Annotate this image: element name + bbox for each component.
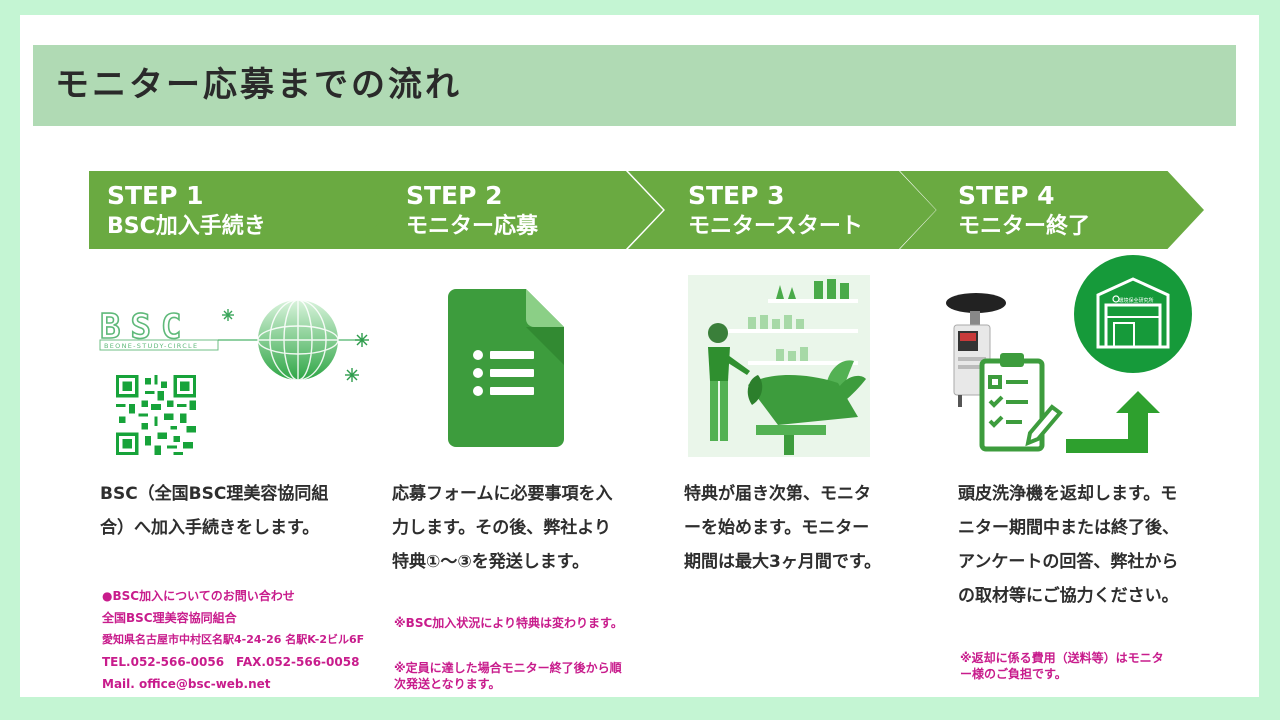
- step-4-arrow: STEP 4 モニター終了: [900, 171, 1204, 249]
- contact-mail[interactable]: Mail. office@bsc-web.net: [102, 677, 271, 691]
- page-title: モニター応募までの流れ: [55, 65, 462, 105]
- step-1-arrow: STEP 1 BSC加入手続き: [89, 171, 392, 249]
- contact-heading: ●BSC加入についてのお問い合わせ: [102, 589, 295, 603]
- asterisk-icon: [222, 309, 234, 321]
- google-forms-icon: [448, 289, 564, 447]
- bsc-contact: ●BSC加入についてのお問い合わせ 全国BSC理美容協同組合 愛知県名古屋市中村…: [102, 585, 364, 695]
- return-arrow-icon: [1066, 391, 1160, 453]
- contact-address: 愛知県名古屋市中村区名駅4-24-26 名駅K-2ビル6F: [102, 633, 365, 646]
- step-2-label: モニター応募: [406, 214, 539, 239]
- step-3-number: STEP 3: [688, 181, 785, 210]
- contact-tel: TEL.052-566-0056 FAX.052-566-0058: [102, 655, 360, 669]
- step-4-number: STEP 4: [958, 181, 1055, 210]
- step-2-note-1: ※BSC加入状況により特典は変わります。: [394, 616, 623, 630]
- clipboard-check-icon: [979, 353, 1063, 452]
- step-4-note: ※返却に係る費用（送料等）はモニター様のご負担です。: [960, 651, 1164, 681]
- slide: モニター応募までの流れ STEP 1 BSC加入手続き STEP 2 モニター応…: [20, 15, 1259, 697]
- step-3-arrow: STEP 3 モニタースタート: [628, 171, 936, 249]
- step-4-label: モニター終了: [958, 214, 1091, 239]
- step-1-number: STEP 1: [107, 181, 204, 210]
- step-1-description: BSC（全国BSC理美容協同組合）へ加入手続きをします。: [100, 484, 329, 538]
- contact-org: 全国BSC理美容協同組合: [102, 611, 237, 625]
- step-4-description: 頭皮洗浄機を返却します。モニター期間中または終了後、アンケートの回答、弊社からの…: [958, 484, 1179, 606]
- step-2-arrow: STEP 2 モニター応募: [354, 171, 663, 249]
- step-2-number: STEP 2: [406, 181, 503, 210]
- bsc-logo: BSC BEONE-STUDY-CIRCLE: [99, 299, 369, 382]
- step-3-description: 特典が届き次第、モニターを始めます。モニター期間は最大3ヶ月間です。: [684, 484, 882, 572]
- warehouse-label: 環境保全研究所: [1118, 297, 1153, 304]
- step-2-description: 応募フォームに必要事項を入力します。その後、弊社より特典①～③を発送します。: [392, 484, 613, 572]
- step-2-note-2: ※定員に達した場合モニター終了後から順次発送となります。: [394, 661, 622, 691]
- title-bar: モニター応募までの流れ: [33, 45, 1236, 126]
- bsc-logo-tagline: BEONE-STUDY-CIRCLE: [104, 342, 198, 350]
- bsc-logo-text: BSC: [100, 307, 191, 347]
- salon-shampoo-illustration: [688, 275, 870, 457]
- step-3-label: モニタースタート: [688, 214, 863, 239]
- warehouse-icon: 環境保全研究所: [1074, 255, 1192, 373]
- step-1-label: BSC加入手続き: [107, 214, 266, 239]
- qr-code-icon: [116, 375, 196, 455]
